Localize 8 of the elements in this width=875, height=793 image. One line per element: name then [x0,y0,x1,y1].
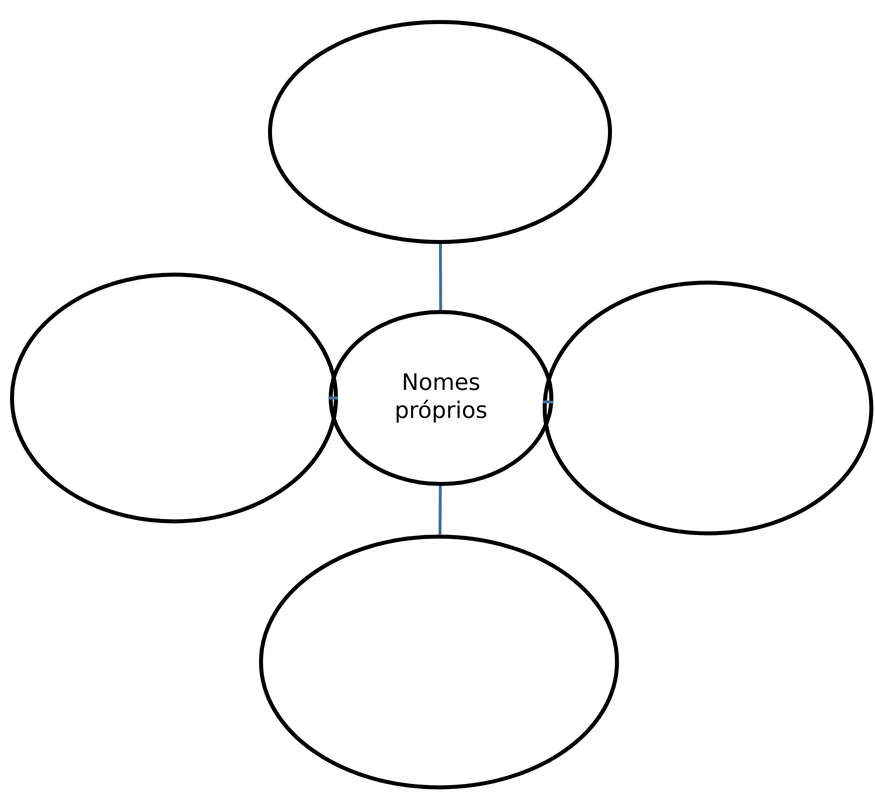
empty-ellipse [259,534,619,790]
connector-line [438,486,442,535]
empty-ellipse [542,280,874,536]
connector-line [328,396,338,400]
empty-ellipse [268,20,612,244]
connector-line [438,244,442,310]
empty-ellipse [10,272,338,524]
connector-line [542,400,554,404]
